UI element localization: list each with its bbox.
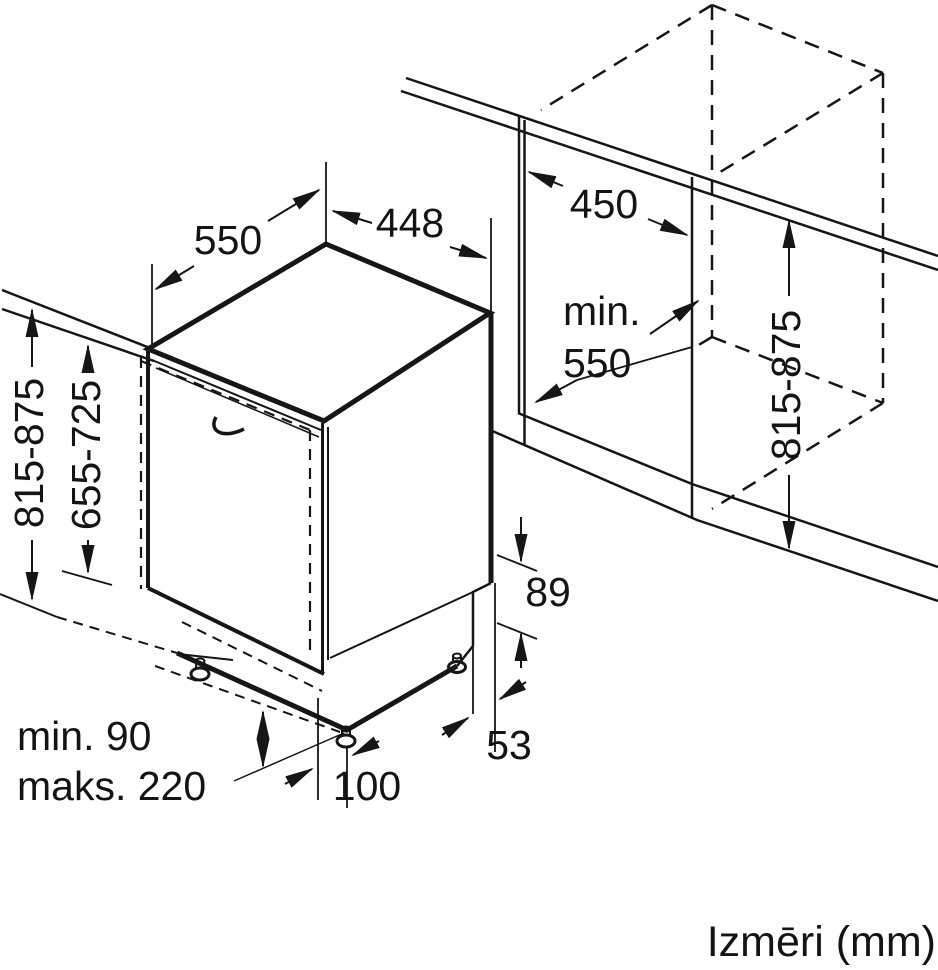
dim-front-panel-height-label: 655-725 (63, 380, 109, 530)
niche-top-back-right (711, 3, 884, 75)
niche-top-right-front (711, 71, 884, 179)
dim-plinth-min-label: min. 90 (17, 713, 151, 759)
worktop-right-edge-bottom (400, 89, 938, 272)
dim-front-panel-height: 655-725 (61, 344, 113, 586)
dim-niche-width: 450 (527, 171, 689, 236)
dim-niche-height-label: 815-875 (763, 310, 809, 460)
plinth-panel-dashed-bottom (154, 665, 341, 733)
niche-floor-right-front (711, 401, 884, 511)
niche-side-panel (489, 116, 938, 603)
worktop-left-edge-bottom (1, 307, 155, 363)
dim-foot-inset: 100 (284, 698, 401, 809)
diagram-caption: Izmēri (mm) (707, 918, 936, 966)
niche-floor-back-left-stub (691, 335, 713, 351)
arrow-right (647, 218, 689, 236)
arrow-upper (649, 299, 700, 335)
niche-outline-dashed (540, 3, 885, 511)
foot-base (447, 660, 467, 674)
dim-appliance-height-label: 815-875 (6, 378, 52, 528)
dim-appliance-width-label: 448 (376, 200, 444, 246)
plinth-lower-edge (177, 653, 234, 661)
arrow-right (449, 243, 488, 259)
dim-base-recess-label: 53 (486, 722, 532, 768)
dishwasher-top-face (142, 241, 496, 424)
arrow-left (441, 716, 470, 739)
worktop-right-edge-top (405, 76, 938, 258)
adjustable-foot-right (447, 652, 467, 674)
dim-niche-depth: min. 550 (534, 288, 700, 403)
rear-plinth-notch (471, 581, 492, 646)
arrow-left (284, 768, 314, 788)
arrow-left (527, 171, 564, 189)
dim-plinth-range: min. 90 maks. 220 (17, 710, 270, 809)
arrow-right (498, 678, 527, 701)
arrow-left (331, 210, 373, 226)
tick-lower (496, 622, 538, 640)
dim-plinth-max-label: maks. 220 (17, 763, 206, 809)
worktop-left (1, 288, 155, 363)
dishwasher (139, 241, 496, 782)
dim-niche-depth-label-line1: min. (563, 288, 640, 334)
furniture-door-outline-dashed (139, 357, 312, 656)
dim-appliance-depth: 550 (151, 162, 327, 344)
worktop-right (400, 76, 938, 272)
extension-line (61, 570, 113, 586)
dim-niche-height: 815-875 (763, 219, 809, 550)
foot-base (189, 666, 211, 682)
niche-floor-strip-bottom (489, 428, 938, 603)
plinth-leader-line (233, 732, 345, 782)
adjustable-foot-left (189, 657, 211, 682)
side-bottom-edge (329, 591, 474, 659)
foot-cap (340, 725, 352, 733)
door-bottom-edge (147, 586, 325, 676)
dim-appliance-depth-label: 550 (194, 217, 262, 263)
tick-upper (496, 554, 538, 572)
dim-niche-width-label: 450 (570, 181, 638, 227)
dim-foot-inset-label: 100 (333, 763, 401, 809)
extension-line (576, 346, 693, 381)
worktop-left-edge-top (1, 288, 151, 350)
base-front-edge (175, 650, 459, 733)
foot-base (335, 733, 357, 749)
foot-cap (452, 652, 462, 660)
dim-niche-depth-label-line2: 550 (563, 340, 631, 386)
niche-floor-back-right (711, 335, 884, 405)
arrow-right (267, 188, 321, 222)
furniture-door-top-dashed (140, 359, 311, 432)
dim-appliance-width: 448 (331, 200, 492, 312)
arrow-lower (534, 379, 578, 403)
floor-left (0, 593, 178, 654)
dim-rear-base-height-label: 89 (525, 569, 571, 615)
arrow-right (351, 736, 380, 756)
niche-top-back-left (540, 3, 713, 112)
dim-rear-base-height: 89 (496, 517, 571, 668)
foot-cap (194, 657, 206, 665)
floor-line-dashed (56, 616, 178, 654)
door-handle (212, 416, 245, 436)
dishwasher-top-front-line (151, 359, 322, 431)
niche-floor-strip-top (517, 411, 938, 569)
floor-line (0, 593, 58, 618)
dim-appliance-height: 815-875 (6, 308, 52, 601)
arrow-left (154, 265, 195, 291)
dishwasher-top-front-line-2 (155, 367, 320, 438)
dim-base-recess: 53 (441, 583, 532, 768)
plinth-panel-dashed-top (181, 621, 323, 692)
